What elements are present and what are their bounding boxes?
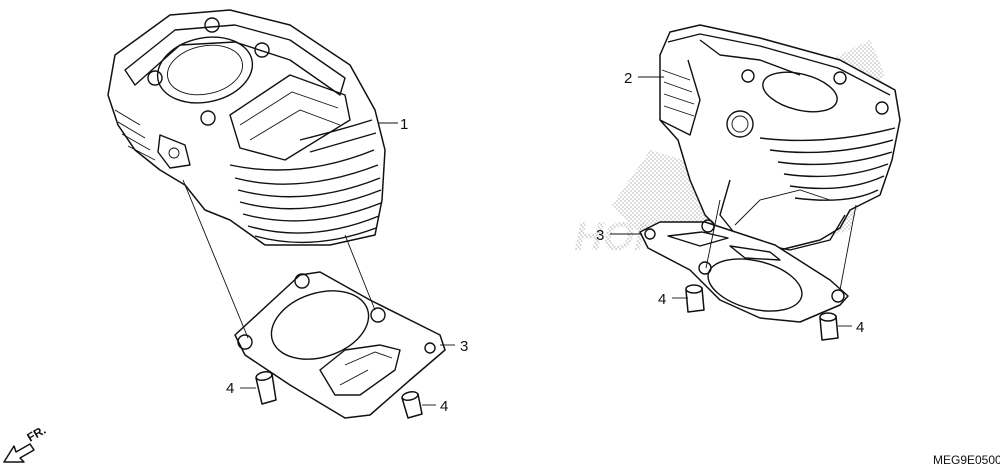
arrow-icon	[3, 443, 35, 463]
right-cylinder	[659, 24, 901, 251]
left-dowel-a	[255, 370, 277, 405]
right-callout-4b: 4	[856, 319, 864, 336]
right-callout-2: 2	[624, 70, 632, 87]
left-callout-3: 3	[460, 338, 468, 355]
right-gasket	[639, 221, 849, 323]
left-callout-1: 1	[400, 116, 408, 133]
right-cylinder-assembly	[659, 24, 901, 251]
right-callout-4a: 4	[658, 291, 666, 308]
left-dowel-b	[401, 390, 423, 419]
left-cylinder-assembly	[107, 9, 386, 246]
front-label: FR.	[25, 423, 49, 445]
drawing-code: MEG9E0500	[933, 453, 1000, 467]
left-callout-4b: 4	[440, 398, 448, 415]
right-callout-3: 3	[596, 227, 604, 244]
front-direction-arrow: FR.	[3, 423, 49, 463]
right-cylinder-fins	[759, 127, 896, 201]
right-dowel-b	[819, 312, 839, 341]
left-callout-4a: 4	[226, 380, 234, 397]
left-gasket	[234, 271, 446, 419]
left-cylinder-fins	[229, 119, 382, 244]
right-dowel-a	[685, 284, 705, 313]
